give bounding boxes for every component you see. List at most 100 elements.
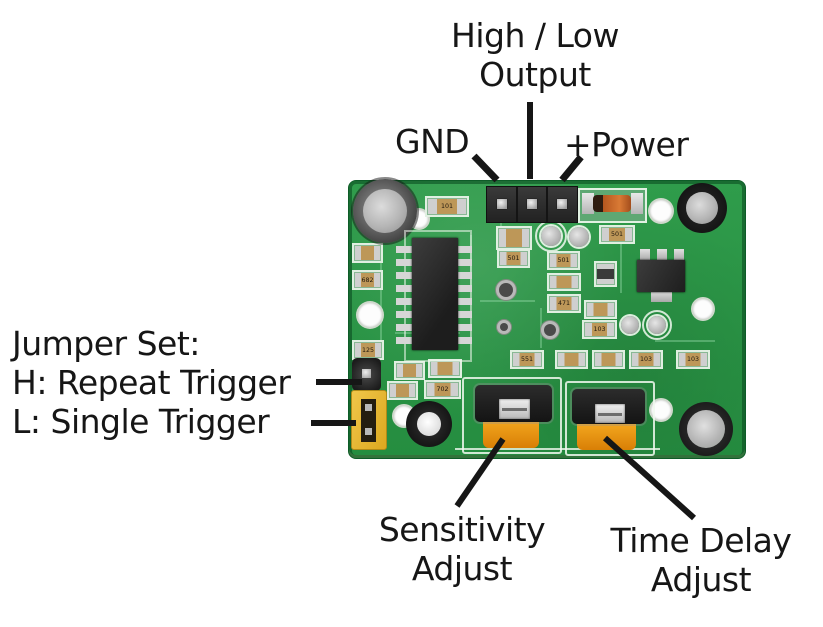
smd-label: 125 — [361, 345, 375, 354]
capacitor-top — [687, 410, 725, 448]
jumper-header-pin — [352, 358, 381, 391]
smd-label: 103 — [593, 325, 606, 333]
smd-label: 501 — [610, 230, 624, 238]
trace-line — [480, 300, 535, 302]
sensitivity-label: Sensitivity Adjust — [347, 510, 577, 588]
trace-line — [620, 238, 622, 293]
smd-label: 551 — [520, 355, 534, 363]
solder-pad — [582, 193, 594, 214]
time-delay-label: Time Delay Adjust — [586, 521, 816, 599]
smd-label: 501 — [557, 256, 570, 264]
silkscreen-line — [455, 448, 660, 450]
smd-label: 501 — [507, 254, 520, 262]
smd-body — [595, 353, 622, 366]
smd-body — [558, 353, 585, 366]
mounting-hole — [651, 400, 671, 420]
smd-resistor — [594, 261, 617, 287]
diode-component — [578, 188, 647, 223]
diode-body — [593, 195, 631, 212]
time-delay-pointer-line — [602, 435, 697, 521]
smd-resistor — [496, 226, 532, 250]
soic16-ic-chip — [412, 238, 458, 350]
smd-body — [355, 343, 381, 357]
smd-label: 682 — [361, 275, 374, 284]
smd-resistor: 103 — [582, 320, 617, 339]
smd-resistor: 103 — [676, 350, 710, 369]
jumper-set-l: L: Single Trigger — [12, 402, 270, 441]
solder-pad — [642, 310, 672, 340]
sensitivity-label-line1: Sensitivity — [378, 510, 546, 549]
smd-resistor — [592, 350, 625, 369]
regulator-lead — [674, 249, 684, 261]
jumper-set-title: Jumper Set: — [12, 324, 200, 363]
smd-body — [397, 364, 422, 377]
output-label-line1: High / Low — [451, 16, 619, 55]
output-label: High / Low Output — [370, 16, 700, 94]
electrolytic-capacitor-top-right — [677, 183, 727, 233]
gnd-pointer-line — [471, 153, 500, 183]
pin-top — [362, 369, 371, 378]
smd-body — [585, 323, 614, 336]
electrolytic-capacitor-top-left — [353, 179, 417, 243]
jumper-slot — [361, 399, 376, 442]
smd-body — [597, 264, 614, 284]
via — [499, 283, 513, 297]
electrolytic-capacitor-bottom-right — [679, 402, 733, 456]
smd-resistor: 551 — [510, 350, 544, 369]
smd-resistor: 103 — [629, 350, 663, 369]
smd-label: 103 — [639, 355, 653, 363]
smd-label: 471 — [557, 299, 571, 307]
smd-body — [431, 362, 459, 375]
jumper-set-h: H: Repeat Trigger — [12, 363, 291, 402]
smd-resistor — [555, 350, 588, 369]
mounting-hole — [693, 299, 713, 319]
smd-resistor — [387, 381, 418, 400]
solder-pad — [569, 227, 589, 247]
time-delay-label-line1: Time Delay — [610, 521, 792, 560]
smd-resistor: 501 — [599, 225, 635, 244]
smd-resistor: 101 — [425, 196, 469, 217]
via — [544, 324, 556, 336]
smd-body — [679, 353, 707, 366]
electrolytic-capacitor-bottom-left — [406, 401, 452, 447]
smd-body — [500, 252, 527, 265]
header-pin-power — [557, 199, 567, 209]
smd-resistor: 501 — [547, 251, 580, 270]
sensitivity-label-line2: Adjust — [411, 549, 513, 588]
smd-resistor: 471 — [547, 294, 581, 313]
smd-resistor — [352, 243, 383, 263]
trace-line — [380, 248, 382, 343]
smd-resistor: 702 — [424, 380, 461, 399]
power-label: +Power — [564, 125, 689, 164]
ic-pins-left — [396, 246, 412, 350]
smd-label: 103 — [686, 355, 700, 363]
smd-resistor — [584, 300, 617, 319]
three-pin-header — [487, 187, 577, 222]
smd-resistor: 682 — [352, 270, 383, 290]
solder-pad — [535, 220, 567, 252]
header-divider — [546, 187, 548, 222]
ic-pins-right — [456, 246, 472, 350]
power-pointer-line — [559, 154, 584, 183]
smd-body — [513, 353, 541, 366]
time-delay-label-line2: Adjust — [650, 560, 752, 599]
smd-body — [587, 303, 614, 316]
voltage-regulator-sot223 — [637, 260, 685, 292]
time-delay-trimmer-outline — [565, 381, 655, 456]
smd-body — [602, 228, 632, 241]
smd-body — [428, 199, 466, 214]
smd-body — [550, 254, 577, 267]
mounting-hole — [650, 200, 672, 222]
trace-line — [655, 340, 715, 342]
solder-pad — [621, 316, 639, 334]
capacitor-top — [363, 189, 407, 233]
capacitor-top — [417, 412, 441, 436]
solder-pad — [631, 193, 643, 214]
smd-body — [499, 229, 529, 247]
regulator-lead — [640, 249, 650, 261]
smd-body — [550, 276, 578, 288]
output-label-line2: Output — [479, 55, 591, 94]
jumper-set-label: Jumper Set: H: Repeat Trigger L: Single … — [12, 324, 291, 441]
smd-label: 702 — [436, 385, 449, 393]
